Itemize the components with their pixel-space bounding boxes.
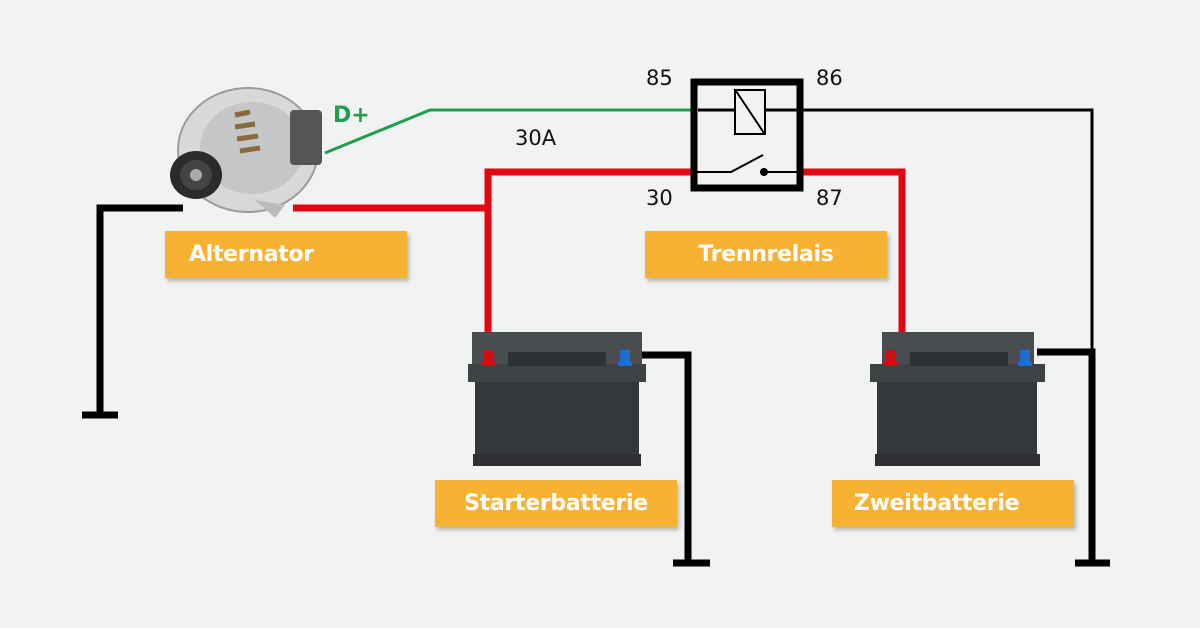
starter-battery-image (468, 332, 646, 466)
d-plus-wire (324, 108, 698, 155)
second-battery-label: Zweitbatterie (832, 480, 1074, 527)
pin-30-label: 30 (646, 186, 673, 210)
pin-87-label: 87 (816, 186, 843, 210)
second-battery-ground-wire (1037, 348, 1096, 563)
d-plus-label: D+ (333, 103, 370, 128)
pin-85-label: 85 (646, 66, 673, 90)
pin-86-label: 86 (816, 66, 843, 90)
alternator-ground-wire (96, 204, 183, 415)
second-battery-image (870, 332, 1045, 466)
starter-positive-wire (484, 168, 698, 345)
starter-ground-wire (632, 351, 692, 563)
relay-symbol (690, 78, 804, 192)
second-battery-positive-wire (800, 168, 906, 345)
alternator-label: Alternator (165, 231, 407, 278)
starter-battery-label: Starterbatterie (435, 480, 677, 527)
alternator-image (170, 87, 322, 218)
fuse-rating-label: 30A (515, 126, 557, 150)
relay-label: Trennrelais (645, 231, 887, 278)
